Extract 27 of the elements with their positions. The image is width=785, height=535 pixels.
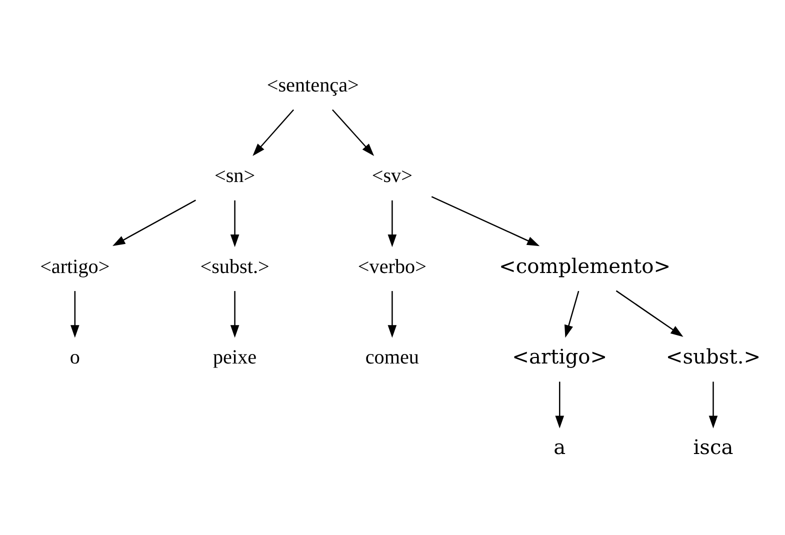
node-text: <sv> (372, 164, 412, 187)
node-text: o (70, 346, 80, 368)
node-text: <subst.> (200, 255, 270, 278)
arrow (388, 290, 397, 338)
arrow (708, 381, 718, 428)
arrow (388, 200, 397, 247)
node-text: <complemento> (499, 253, 671, 278)
node-text: <artigo> (40, 255, 110, 278)
node-text: <artigo> (512, 344, 608, 368)
node-text: <verbo> (358, 255, 426, 278)
arrow (70, 290, 80, 338)
node-text: a (554, 434, 566, 459)
node-text: comeu (365, 346, 420, 368)
arrow (252, 108, 294, 156)
arrow (555, 381, 564, 428)
arrow (230, 200, 240, 247)
arrow (564, 290, 580, 338)
arrow (112, 199, 196, 246)
arrow (332, 108, 374, 156)
arrow (230, 290, 240, 338)
node-text: peixe (213, 346, 257, 368)
node-text: isca (693, 434, 734, 459)
node-text: <subst.> (666, 344, 761, 368)
arrow (431, 196, 540, 246)
node-text: <sn> (214, 164, 256, 187)
arrow (616, 290, 684, 336)
node-text: <sentença> (266, 74, 359, 96)
